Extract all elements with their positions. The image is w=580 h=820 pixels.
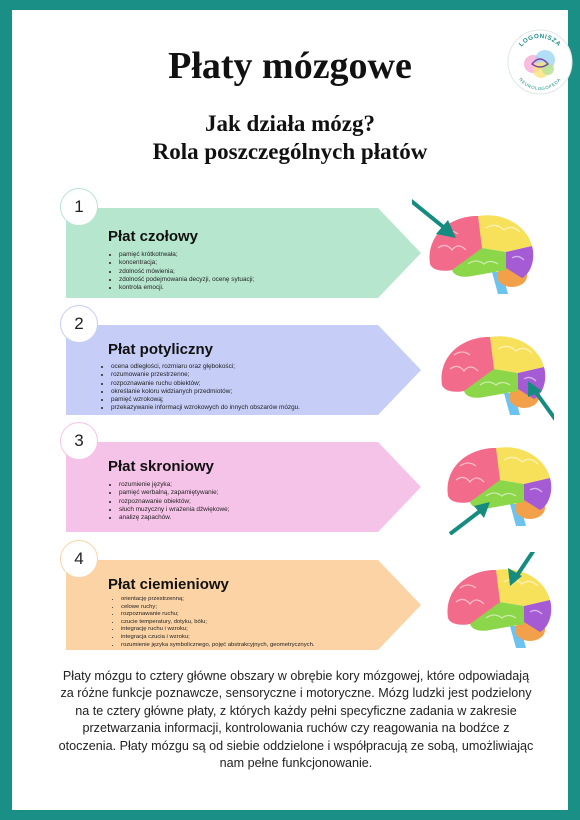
logo-badge: LOGONISZA NEUROLOGOPEDA	[507, 29, 573, 95]
function-list: ocena odległości, rozmiaru oraz głębokoś…	[100, 363, 300, 413]
list-item: określanie koloru widzianych przedmiotów…	[111, 388, 300, 396]
brain-parietal-highlight-icon	[447, 552, 552, 648]
list-item: pamięć wzrokową;	[111, 396, 300, 404]
list-item: koncentracja;	[119, 259, 254, 267]
brain-temporal-highlight-icon	[447, 447, 552, 535]
list-item: kontrola emocji.	[119, 284, 254, 292]
arrow-banner-blue	[66, 325, 421, 415]
section-occipital-lobe: 2 Płat potyliczny ocena odległości, rozm…	[12, 305, 568, 425]
list-item: analizę zapachów.	[119, 514, 229, 522]
brain-frontal-highlight-icon	[412, 199, 534, 294]
section-title: Płat skroniowy	[108, 458, 214, 475]
function-list: pamięć krótkotrwała; koncentracja; zdoln…	[108, 251, 254, 292]
step-number-1: 1	[60, 188, 98, 226]
list-item: rozpoznawanie obiektów;	[119, 498, 229, 506]
list-item: słuch muzyczny i wrażenia dźwiękowe;	[119, 506, 229, 514]
poster-page: Płaty mózgowe Jak działa mózg? Rola posz…	[12, 10, 573, 810]
list-item: rozpoznawanie ruchu obiektów;	[111, 380, 300, 388]
section-frontal-lobe: 1 Płat czołowy pamięć krótkotrwała; konc…	[12, 188, 568, 308]
page-title: Płaty mózgowe	[168, 45, 412, 87]
list-item: rozumienie języka;	[119, 481, 229, 489]
arrow-banner-pink	[66, 442, 421, 532]
step-number-4: 4	[60, 540, 98, 578]
step-number-2: 2	[60, 305, 98, 343]
section-parietal-lobe: 4 Płat ciemieniowy orientację przestrzen…	[12, 540, 568, 665]
subtitle-line-1: Jak działa mózg?	[205, 111, 375, 136]
list-item: integrację ruchu i wzroku;	[121, 626, 315, 634]
page-subtitle: Jak działa mózg? Rola poszczególnych pła…	[12, 110, 568, 166]
step-number-3: 3	[60, 422, 98, 460]
list-item: orientację przestrzenną;	[121, 596, 315, 604]
list-item: rozpoznawanie ruchu;	[121, 611, 315, 619]
function-list: orientację przestrzenną; celowe ruchy; r…	[110, 596, 315, 649]
list-item: rozumienie języka symbolicznego, pojęć a…	[121, 642, 315, 650]
list-item: zdolność podejmowania decyzji, ocenę syt…	[119, 276, 254, 284]
description-paragraph: Płaty mózgu to cztery główne obszary w o…	[58, 669, 534, 771]
function-list: rozumienie języka; pamięć werbalną, zapa…	[108, 481, 229, 522]
list-item: ocena odległości, rozmiaru oraz głębokoś…	[111, 363, 300, 371]
list-item: pamięć krótkotrwała;	[119, 251, 254, 259]
list-item: celowe ruchy;	[121, 604, 315, 612]
list-item: integracja czucia i wzroku;	[121, 634, 315, 642]
list-item: czucie temperatury, dotyku, bólu;	[121, 619, 315, 627]
section-title: Płat czołowy	[108, 228, 199, 245]
subtitle-line-2: Rola poszczególnych płatów	[152, 139, 428, 164]
arrow-banner-green	[66, 208, 421, 298]
section-title: Płat ciemieniowy	[108, 576, 229, 593]
list-item: pamięć werbalną, zapamiętywanie;	[119, 489, 229, 497]
list-item: zdolność mówienia;	[119, 268, 254, 276]
list-item: rozumowanie przestrzenne;	[111, 371, 300, 379]
arrow-banner-orange	[66, 560, 421, 650]
section-temporal-lobe: 3 Płat skroniowy rozumienie języka; pami…	[12, 422, 568, 542]
list-item: przekazywanie informacji wzrokowych do i…	[111, 404, 300, 412]
brain-occipital-highlight-icon	[441, 336, 554, 421]
section-title: Płat potyliczny	[108, 341, 214, 358]
